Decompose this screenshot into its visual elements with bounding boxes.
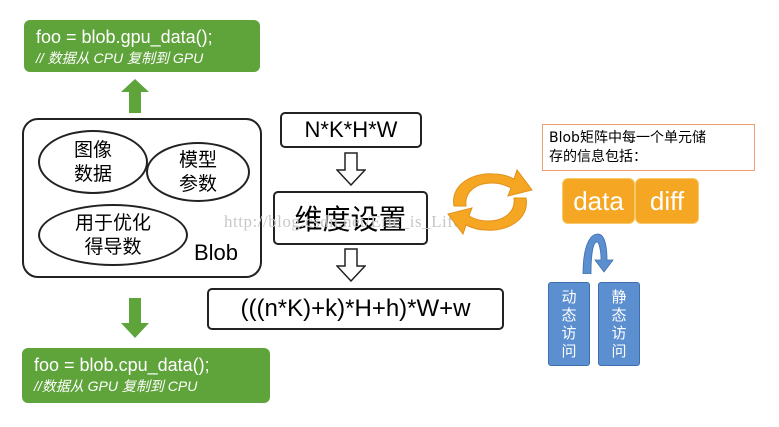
- dims-text: N*K*H*W: [304, 117, 398, 142]
- dim-setup-text: 维度设置: [294, 203, 407, 236]
- image-data-line1: 图像: [73, 139, 112, 161]
- image-data-ellipse: 图像数据: [38, 130, 148, 194]
- formula-box: (((n*K)+k)*H+h)*W+w: [207, 288, 504, 330]
- model-params-line1: 模型: [178, 149, 217, 171]
- static-access-char: 态: [611, 306, 627, 324]
- data-cell: data: [562, 178, 635, 224]
- diff-cell-label: diff: [649, 185, 685, 216]
- dynamic-access-char: 访: [561, 324, 577, 342]
- info-note-line2: 存的信息包括：: [549, 149, 647, 165]
- static-access-box: 静 态 访 问: [598, 282, 640, 366]
- dims-box: N*K*H*W: [280, 112, 422, 148]
- gradient-line2: 得导数: [84, 236, 142, 258]
- model-params-line2: 参数: [178, 173, 217, 195]
- dynamic-access-box: 动 态 访 问: [548, 282, 590, 366]
- info-note-line1: Blob矩阵中每一个单元储: [549, 130, 706, 146]
- hollow-arrow-down-icon: [336, 248, 366, 282]
- static-access-char: 访: [611, 324, 627, 342]
- gpu-data-comment: // 数据从 CPU 复制到 GPU: [36, 50, 204, 66]
- curved-arrow-icon: [582, 233, 614, 274]
- dynamic-access-char: 态: [561, 306, 577, 324]
- static-access-char: 静: [611, 288, 627, 306]
- cpu-data-code: foo = blob.cpu_data();: [34, 355, 210, 375]
- cycle-arrows-icon: [447, 168, 533, 236]
- gpu-data-box: foo = blob.gpu_data(); // 数据从 CPU 复制到 GP…: [24, 20, 260, 72]
- formula-text: (((n*K)+k)*H+h)*W+w: [240, 295, 471, 322]
- model-params-ellipse: 模型参数: [146, 142, 250, 202]
- gradient-line1: 用于优化: [74, 212, 151, 234]
- watermark-text: http://blog.csdn.net/Eric_is_Life: [224, 212, 462, 231]
- gpu-data-code: foo = blob.gpu_data();: [36, 27, 213, 47]
- gradient-ellipse: 用于优化得导数: [38, 204, 188, 266]
- static-access-char: 问: [611, 342, 627, 360]
- data-cell-label: data: [573, 185, 624, 216]
- arrow-down-icon: [121, 298, 149, 338]
- dynamic-access-char: 问: [561, 342, 577, 360]
- cpu-data-comment: //数据从 GPU 复制到 CPU: [34, 378, 198, 394]
- info-note: Blob矩阵中每一个单元储 存的信息包括：: [542, 124, 755, 171]
- cpu-data-box: foo = blob.cpu_data(); //数据从 GPU 复制到 CPU: [22, 348, 270, 403]
- dynamic-access-char: 动: [561, 288, 577, 306]
- blob-label: Blob: [194, 240, 239, 265]
- hollow-arrow-down-icon: [336, 152, 366, 186]
- dim-setup-box: 维度设置: [273, 191, 428, 245]
- diff-cell: diff: [635, 178, 699, 224]
- image-data-line2: 数据: [73, 163, 112, 185]
- arrow-up-icon: [121, 79, 149, 113]
